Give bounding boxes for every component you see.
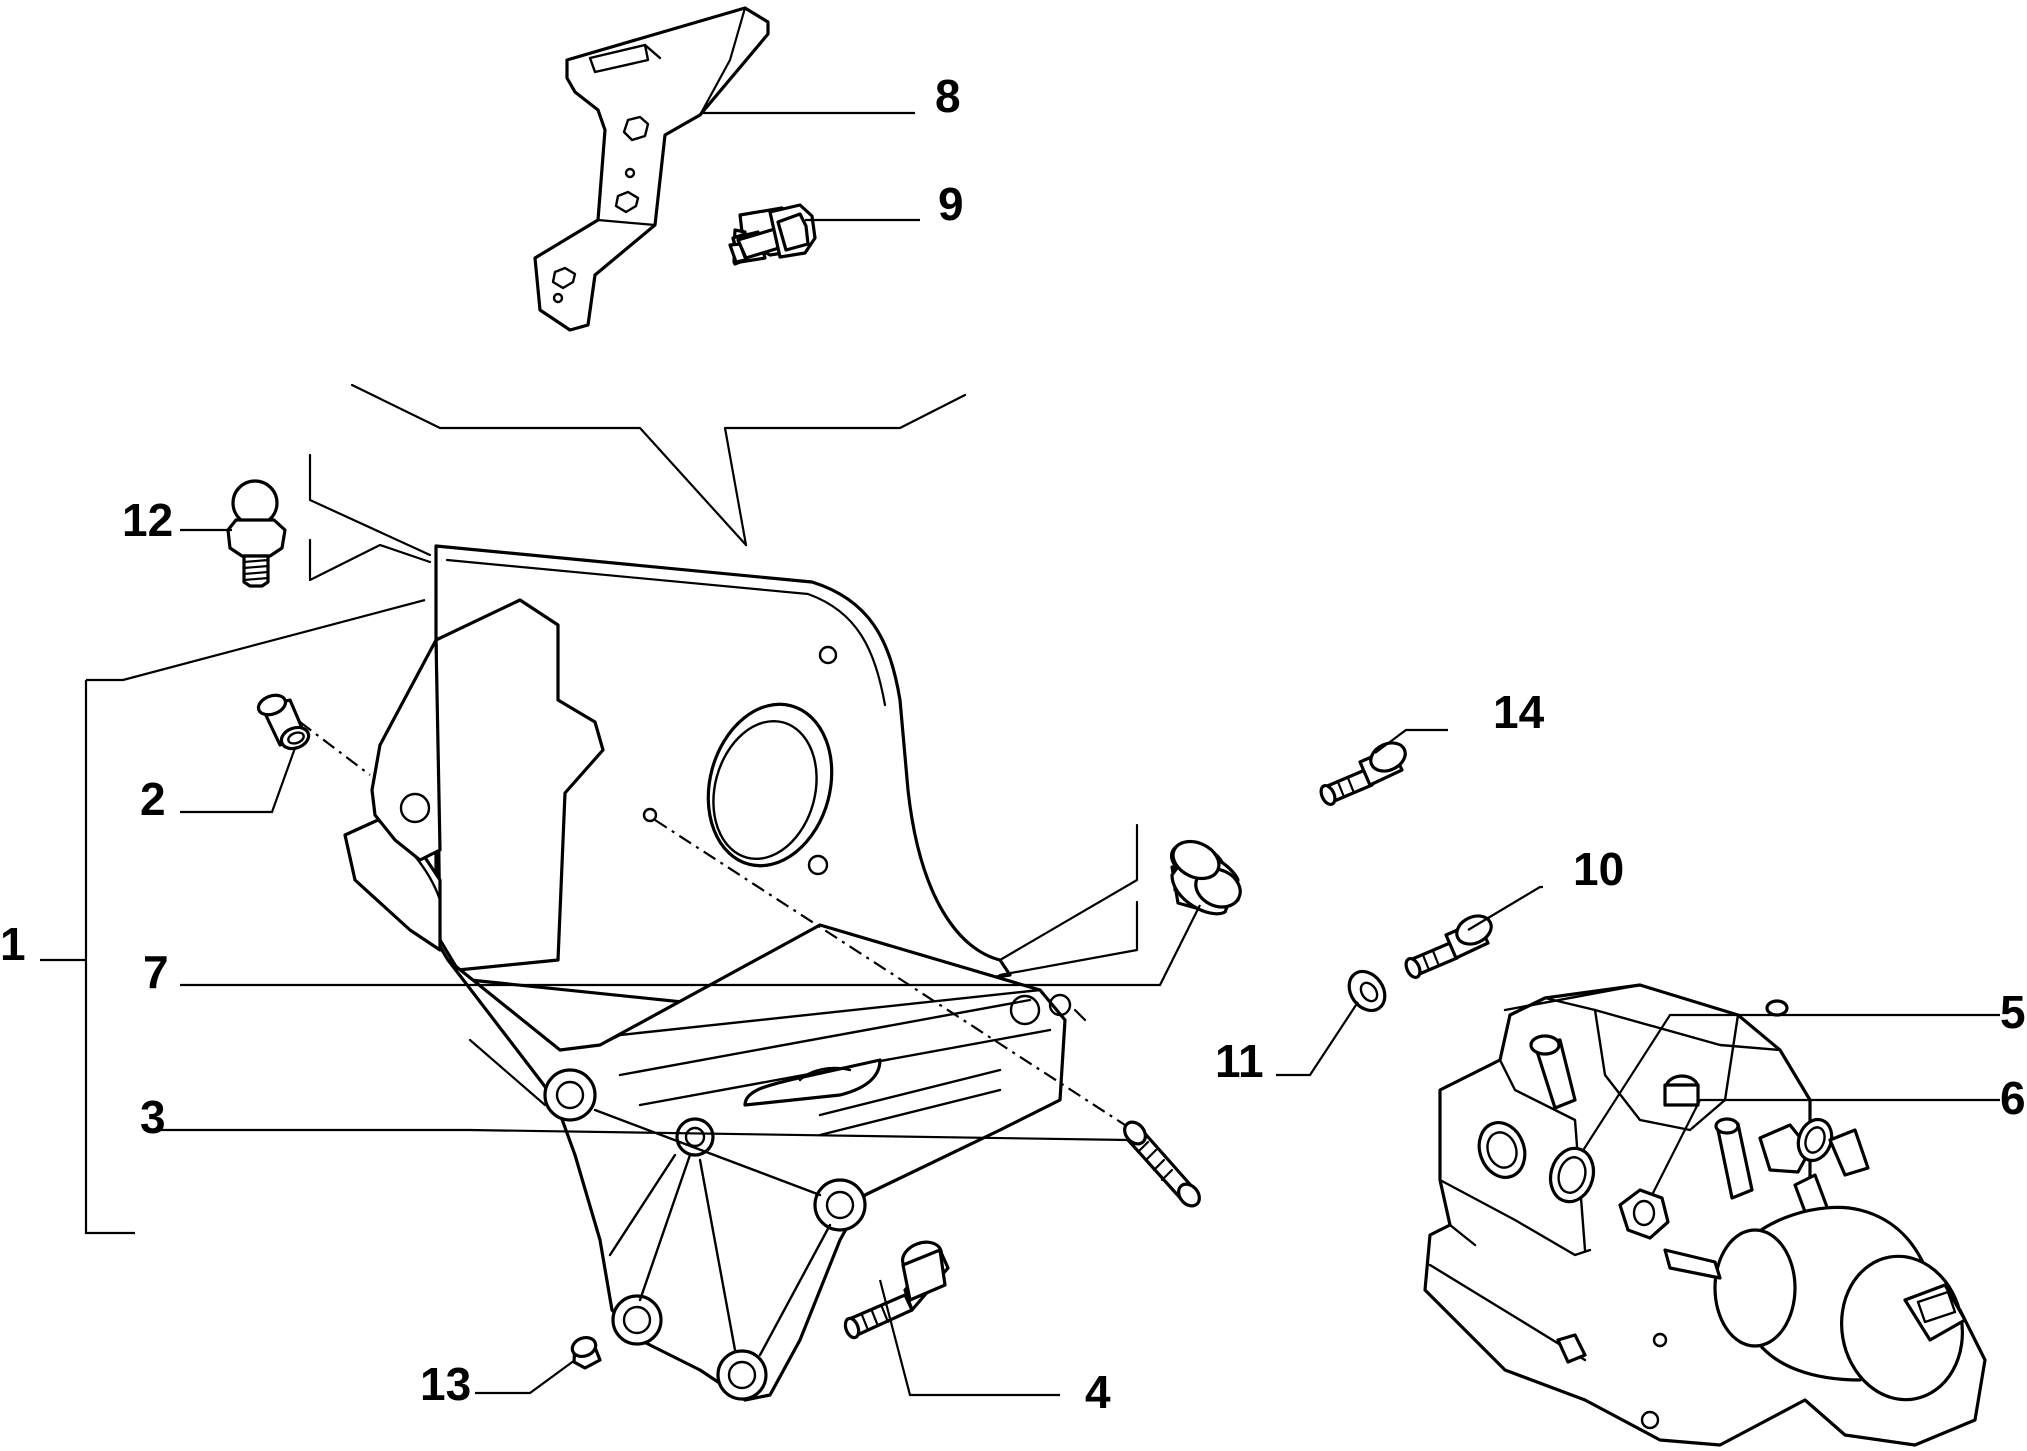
callout-label: 8 [935, 70, 961, 122]
injection-pump-assembly [1423, 983, 1987, 1447]
bushing-part-2 [256, 693, 311, 751]
plug-part-13 [570, 1335, 602, 1370]
callout-label: 1 [0, 918, 26, 970]
callout-label: 2 [140, 773, 166, 825]
callout-label: 7 [143, 946, 169, 998]
callout-label: 13 [420, 1358, 471, 1410]
bolt-part-14 [1319, 741, 1407, 807]
callout-label: 11 [1215, 1035, 1264, 1087]
callout-label: 10 [1573, 843, 1624, 895]
bolt-part-4 [843, 1240, 950, 1340]
assembly-guide-lines [299, 721, 1126, 1126]
callout-label: 3 [140, 1091, 166, 1143]
bolt-part-9 [728, 203, 817, 266]
bolt-part-10 [1404, 914, 1493, 980]
callout-label: 4 [1085, 1366, 1111, 1418]
callout-label: 9 [938, 178, 964, 230]
callout-label: 6 [2000, 1072, 2026, 1124]
bracket-part-8 [533, 6, 770, 332]
leader-lines [40, 111, 2000, 1397]
ball-stud-part-12 [226, 479, 287, 588]
callout-label: 14 [1493, 686, 1545, 738]
dowel-sleeve-part-7 [1170, 839, 1242, 916]
washer-part-11 [1347, 969, 1387, 1013]
stud-part-3 [1123, 1120, 1201, 1208]
mounting-bracket-part-1 [308, 383, 1139, 1402]
callout-label: 12 [122, 494, 173, 546]
nut-part-6 [1618, 1188, 1670, 1240]
callout-label: 5 [2000, 986, 2026, 1038]
callout-labels: 1 2 3 4 5 6 7 8 9 10 11 12 13 14 [0, 70, 2026, 1418]
